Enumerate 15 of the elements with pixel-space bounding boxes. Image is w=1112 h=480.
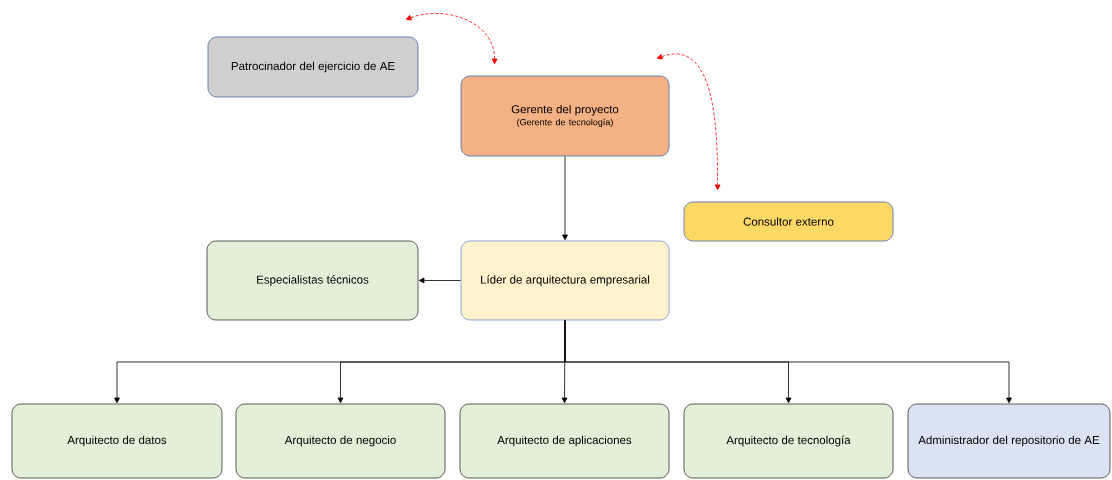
role-box: Arquitecto de aplicaciones [459,403,670,479]
role-box: Especialistas técnicos [206,240,419,321]
connector-arrow [564,320,1012,404]
role-box: Consultor externo [683,201,894,242]
role-box: Patrocinador del ejercicio de AE [207,36,419,98]
role-box: Arquitecto de datos [11,403,223,479]
role-box: Gerente del proyecto (Gerente de tecnología) [460,75,670,157]
role-box: Arquitecto de tecnología [683,403,894,479]
connector-arrow [656,53,721,191]
connector-arrow [405,13,498,65]
role-box: Administrador del repositorio de AE [907,403,1111,479]
connector-arrow [418,277,461,284]
connector-arrow [562,156,568,241]
role-box: Líder de arquitectura empresarial [460,240,670,321]
role-box: Arquitecto de negocio [235,403,446,479]
